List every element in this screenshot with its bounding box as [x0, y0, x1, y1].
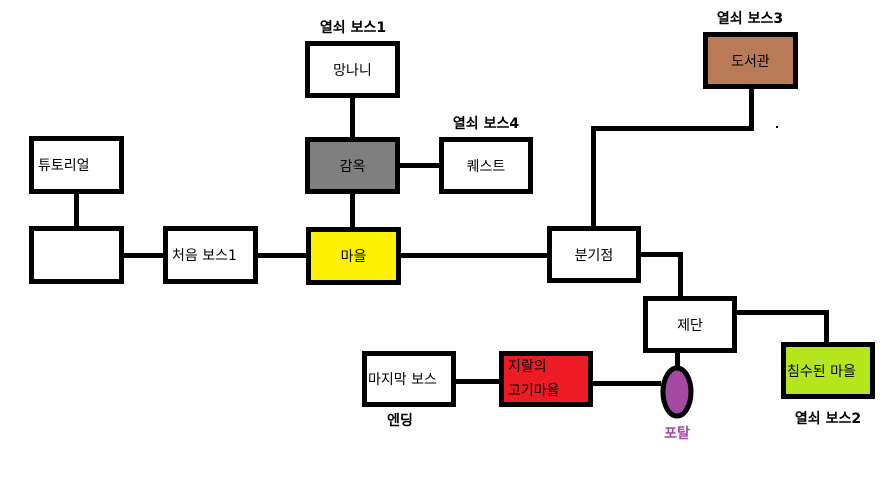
label-key-boss-3: 열쇠 보스3 [716, 11, 784, 27]
node-first-boss-label: 처음 보스1 [172, 248, 237, 264]
node-quest: 퀘스트 [439, 137, 533, 194]
edge-village-prison [350, 192, 355, 229]
node-brute-label: 망나니 [333, 62, 372, 79]
node-altar: 제단 [643, 296, 737, 353]
edge-branch-library-v1 [591, 126, 596, 228]
edge-branch-library-h [591, 126, 754, 131]
node-final-boss-label: 마지막 보스 [368, 372, 437, 388]
node-village-label: 마을 [340, 249, 367, 265]
node-prison: 감옥 [305, 137, 400, 194]
edge-firstboss-village [256, 253, 308, 258]
node-village: 마을 [306, 227, 401, 285]
node-flooded-village-label: 침수된 마을 [787, 363, 856, 380]
node-branch: 분기점 [547, 226, 641, 283]
node-first-boss: 처음 보스1 [163, 226, 258, 284]
edge-branch-library-v2 [749, 87, 754, 131]
edge-altar-flooded-v [824, 310, 829, 344]
label-key-boss-2: 열쇠 보스2 [794, 411, 862, 427]
portal-icon [660, 365, 694, 419]
node-tutorial-label: 튜토리얼 [38, 158, 90, 174]
node-branch-label: 분기점 [574, 247, 614, 264]
edge-branch-altar-h [639, 252, 683, 257]
node-quest-label: 퀘스트 [466, 158, 506, 175]
edge-prison-brute [350, 96, 355, 139]
node-library: 도서관 [703, 32, 798, 89]
node-start-room [29, 226, 124, 284]
node-brute: 망나니 [305, 41, 400, 98]
node-meat-village-line1: 지랄의 [508, 359, 547, 375]
edge-start-firstboss [122, 253, 165, 258]
node-prison-label: 감옥 [339, 158, 366, 175]
node-altar-label: 제단 [677, 317, 703, 334]
label-key-boss-1: 열쇠 보스1 [319, 20, 387, 36]
node-meat-village-line2: 고기마을 [508, 383, 560, 399]
node-tutorial: 튜토리얼 [29, 136, 124, 194]
edge-branch-altar-v [678, 252, 683, 298]
stray-dot [776, 126, 778, 128]
node-library-label: 도서관 [731, 53, 770, 70]
node-final-boss: 마지막 보스 [362, 351, 456, 407]
label-ending: 엔딩 [387, 413, 413, 429]
edge-altar-flooded-h [735, 310, 829, 315]
edge-prison-quest [398, 163, 441, 168]
node-meat-village: 지랄의 고기마을 [499, 351, 593, 407]
node-flooded-village: 침수된 마을 [781, 342, 875, 399]
label-portal: 포탈 [664, 426, 690, 442]
edge-village-branch [399, 253, 549, 258]
portal-shape [660, 365, 694, 419]
label-key-boss-4: 열쇠 보스4 [452, 116, 520, 132]
edge-portal-meatvillage [591, 381, 661, 386]
edge-altar-portal [675, 351, 680, 367]
edge-meatvillage-finalboss [454, 379, 501, 384]
edge-tutorial-start [74, 192, 79, 228]
